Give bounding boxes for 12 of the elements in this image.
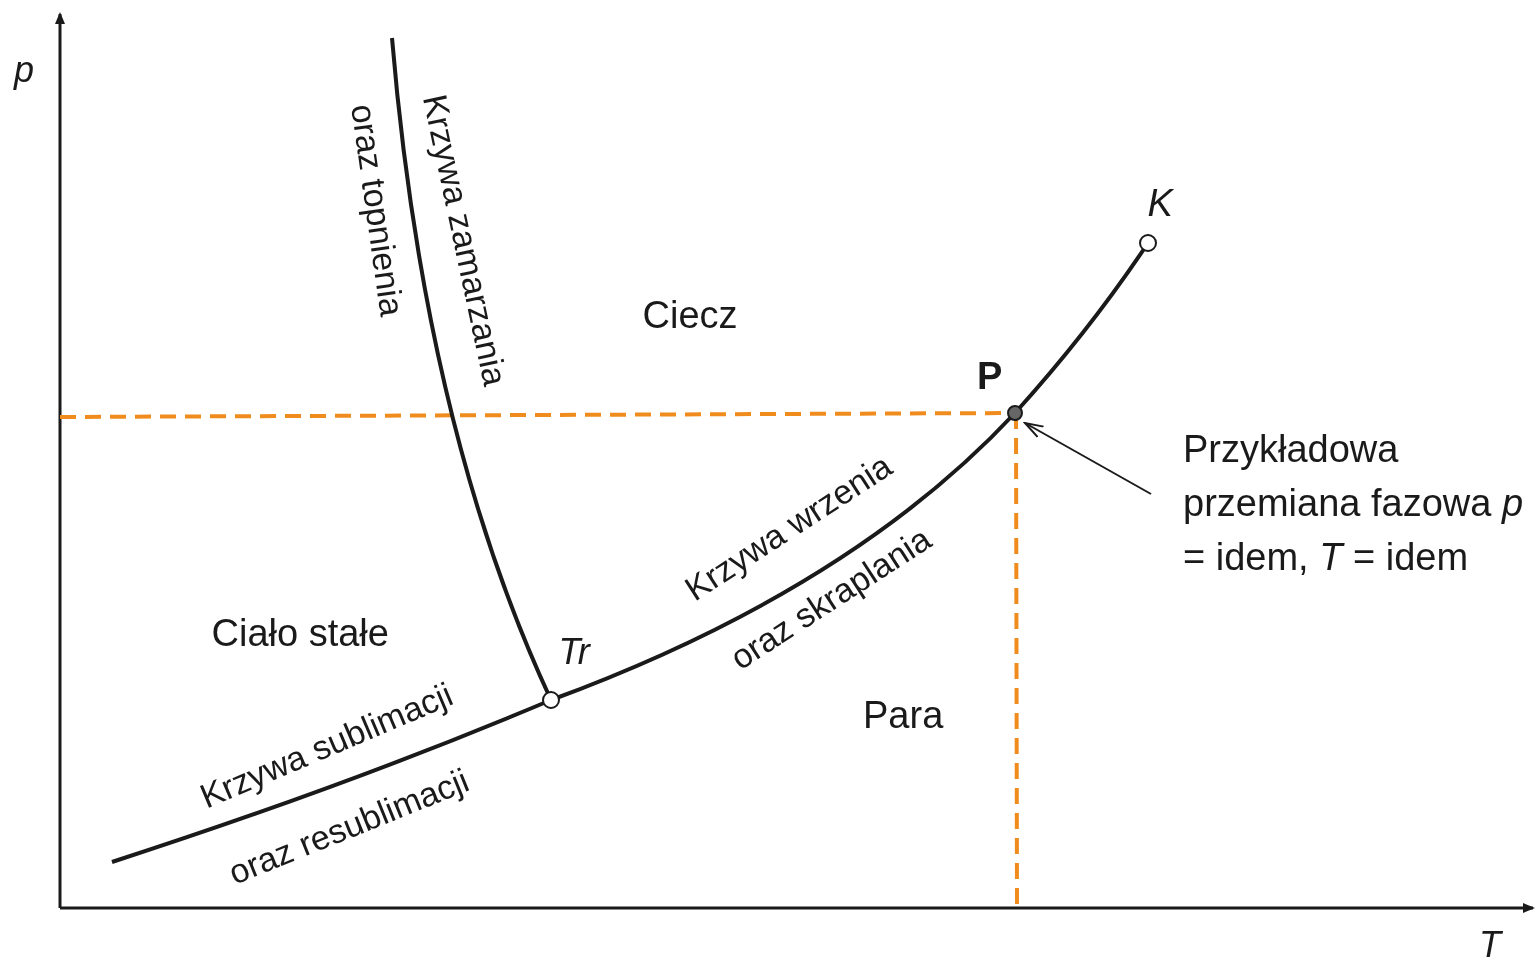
- region-label: Ciało stałe: [211, 614, 389, 652]
- region-label: Para: [863, 696, 944, 734]
- axis-label: T: [1479, 927, 1501, 963]
- point-label: K: [1147, 184, 1173, 222]
- axis-label: p: [14, 52, 35, 88]
- curve-label: oraz topnienia: [346, 101, 410, 319]
- leader-line: [1024, 422, 1152, 495]
- annotation-text: Przykładowa przemiana fazowa p = idem, T = idem: [1183, 427, 1525, 580]
- point-label: P: [977, 357, 1003, 395]
- region-label: Ciecz: [642, 296, 738, 334]
- point-label: Tr: [558, 634, 590, 670]
- curve-label: Krzywa zamarzania: [417, 91, 513, 389]
